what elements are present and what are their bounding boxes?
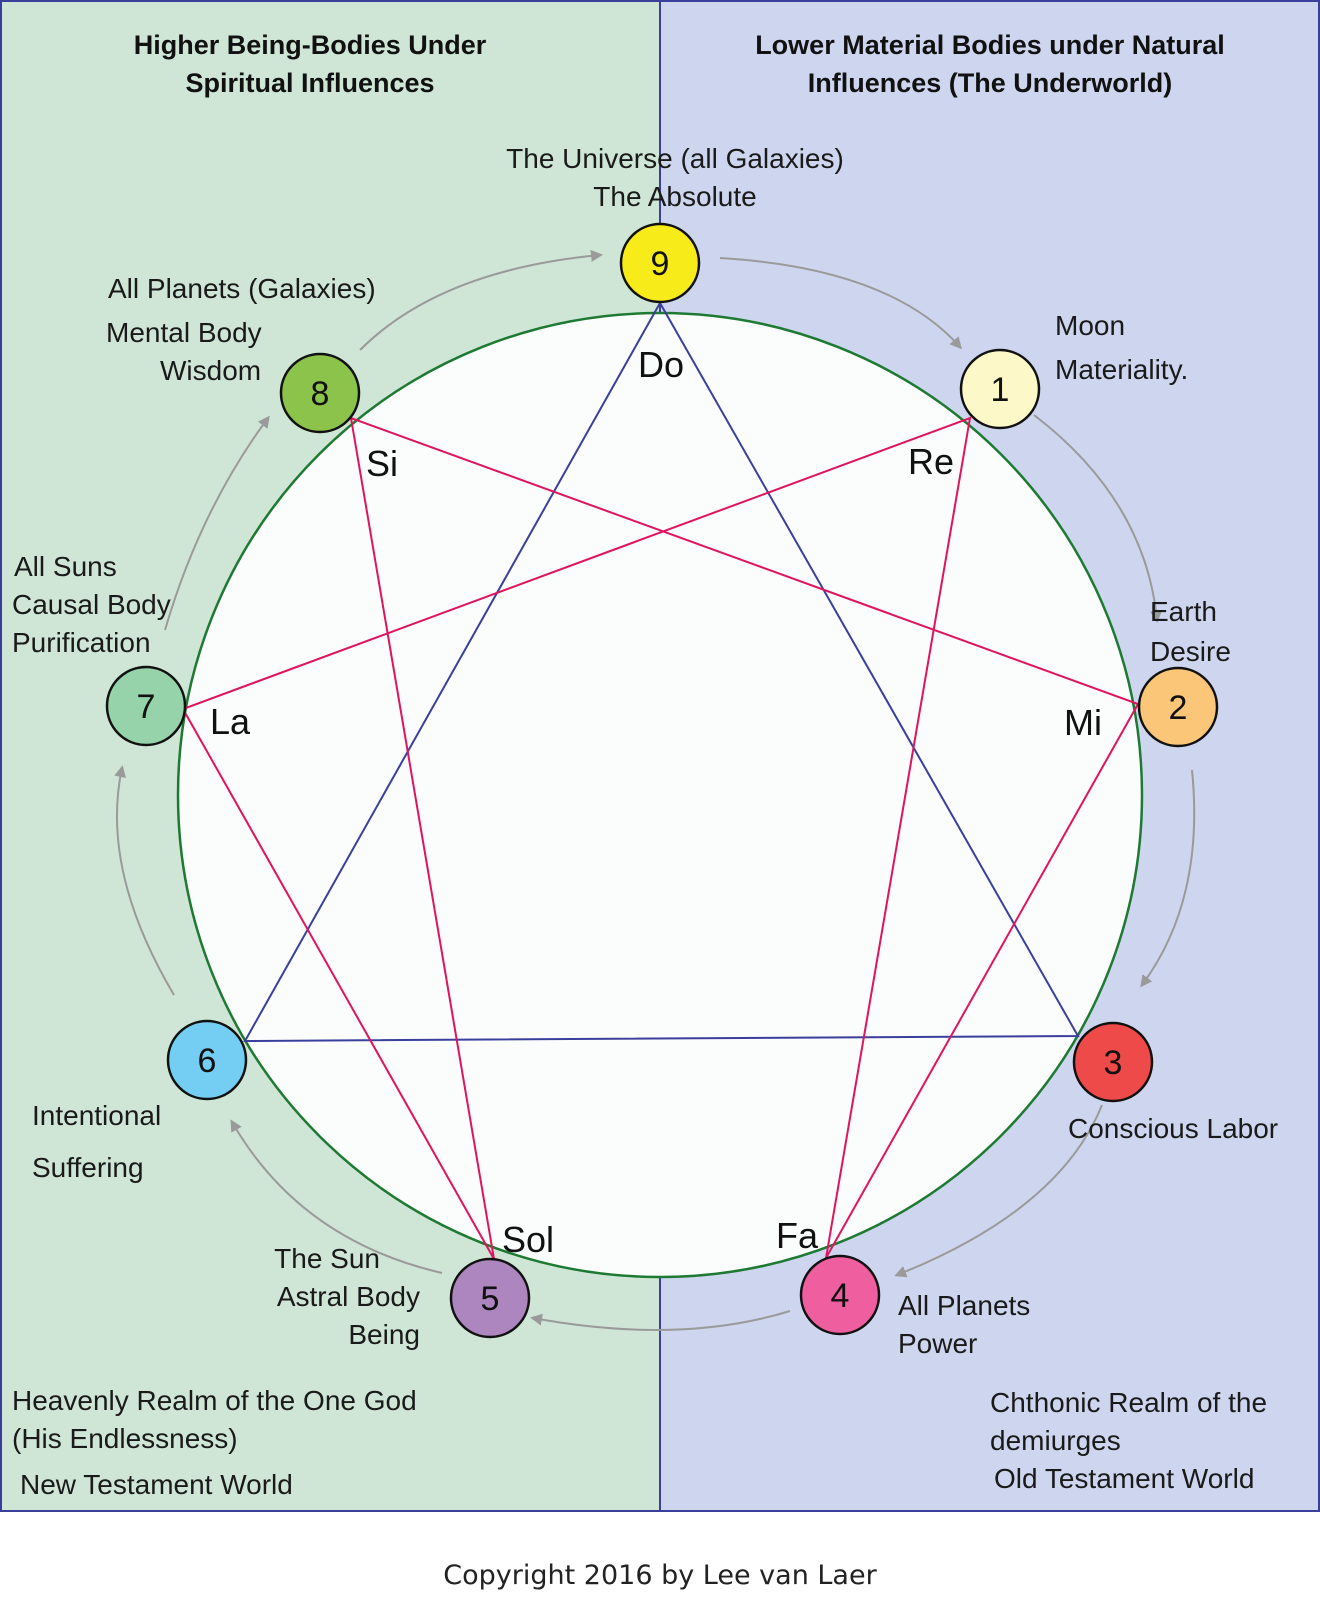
node-6-circle [166,1019,248,1101]
node-6: 6 [166,1019,248,1101]
left-header: Higher Being-Bodies Under Spiritual Infl… [20,26,600,102]
node-3-number: 3 [1104,1044,1123,1082]
solfege-si: Si [366,443,398,484]
node-2-number: 2 [1169,689,1188,727]
chthonic-realm-line1: Chthonic Realm of the [990,1387,1268,1418]
right-header: Lower Material Bodies under Natural Infl… [700,26,1280,102]
node-9-label: The Universe (all Galaxies) The Absolute [470,140,880,216]
solfege-re: Re [908,441,954,482]
node-7-circle [105,665,187,747]
node-1-circle [959,348,1041,430]
solfege-mi: Mi [1064,702,1102,743]
flow-arrow-3-to-4 [894,1104,1103,1278]
node-2-label-line1: Earth [1150,596,1217,627]
triangle-9-3-6 [243,300,1080,1043]
node-5-label-line3: Being [348,1319,420,1350]
flow-arrow-5-to-6 [230,1119,443,1274]
heavenly-realm-line2: (His Endlessness) [12,1423,238,1454]
flow-arrow-4-to-5 [530,1310,791,1331]
node-8-label-line2: Mental Body [106,317,262,348]
node-4-number: 4 [831,1277,850,1315]
node-6-number: 6 [198,1042,217,1080]
node-3-circle [1072,1021,1154,1103]
node-1-number: 1 [991,371,1010,409]
new-testament-label: New Testament World [20,1469,293,1500]
heavenly-realm-line1: Heavenly Realm of the One God [12,1385,417,1416]
node-9-number: 9 [651,245,670,283]
node-8: 8 [279,352,361,434]
enneagram-circle [176,311,1144,1279]
node-4-label-line1: All Planets [898,1290,1031,1321]
chthonic-realm-line2: demiurges [990,1425,1121,1456]
flow-arrow-7-to-8 [164,415,270,631]
node-4: 4 [799,1254,881,1336]
node-7-label-line2: Causal Body [12,589,171,620]
solfege-do: Do [638,344,684,385]
node-3: 3 [1072,1021,1154,1103]
node-1-label-line1: Moon [1055,310,1126,341]
node-8-label-line1: All Planets (Galaxies) [108,273,376,304]
node-8-label-line3: Wisdom [160,355,262,386]
node-4-circle [799,1254,881,1336]
node-4-label: All Planets Power [898,1287,1030,1363]
node-7-label: All Suns Causal Body Purification [12,548,171,662]
node-2-circle [1137,666,1219,748]
solfege-la: La [210,701,251,742]
node-5-label-line2: Astral Body [276,1281,420,1312]
heavenly-realm-note: Heavenly Realm of the One God (His Endle… [12,1382,417,1504]
node-7: 7 [105,665,187,747]
node-9: 9 [619,222,701,304]
node-7-number: 7 [137,688,156,726]
node-5-circle [449,1257,531,1339]
node-3-label: Conscious Labor [1068,1110,1278,1148]
node-1-label: Moon Materiality. [1055,304,1188,392]
node-1-label-line2: Materiality. [1055,354,1189,385]
right-header-line1: Lower Material Bodies under Natural [755,30,1225,60]
node-8-label: All Planets (Galaxies) Mental Body Wisdo… [100,270,410,390]
node-5: 5 [449,1257,531,1339]
node-2-label: Earth Desire [1150,592,1231,672]
copyright-notice: Copyright 2016 by Lee van Laer [443,1560,877,1591]
node-1: 1 [959,348,1041,430]
node-6-label-line2: Suffering [32,1152,144,1183]
right-header-line2: Influences (The Underworld) [807,68,1173,98]
solfege-sol: Sol [502,1219,554,1260]
solfege-fa: Fa [776,1215,819,1256]
node-7-label-line3: Purification [12,627,151,658]
node-2-label-line2: Desire [1150,636,1231,667]
node-6-label-line1: Intentional [32,1100,162,1131]
node-5-label: The Sun Astral Body Being [200,1240,420,1354]
node-6-label: Intentional Suffering [32,1090,161,1194]
flow-arrow-6-to-7 [114,765,175,996]
node-9-circle [619,222,701,304]
left-header-line2: Spiritual Influences [185,68,435,98]
node-8-circle [279,352,361,434]
node-4-label-line2: Power [898,1328,978,1359]
node-9-label-line2: The Absolute [593,181,757,212]
chthonic-realm-note: Chthonic Realm of the demiurges Old Test… [990,1384,1267,1498]
node-5-label-line1: The Sun [274,1243,380,1274]
node-8-number: 8 [311,375,330,413]
left-header-line1: Higher Being-Bodies Under [133,30,487,60]
node-9-label-line1: The Universe (all Galaxies) [506,143,844,174]
flow-arrow-2-to-3 [1140,769,1196,988]
node-5-number: 5 [481,1280,500,1318]
flow-arrow-8-to-9 [359,249,603,351]
node-7-label-line1: All Suns [14,551,117,582]
node-2: 2 [1137,666,1219,748]
old-testament-label: Old Testament World [994,1463,1255,1494]
flow-arrow-1-to-2 [1033,414,1163,623]
node-3-label-line1: Conscious Labor [1068,1113,1279,1144]
flow-arrow-9-to-1 [719,257,962,350]
